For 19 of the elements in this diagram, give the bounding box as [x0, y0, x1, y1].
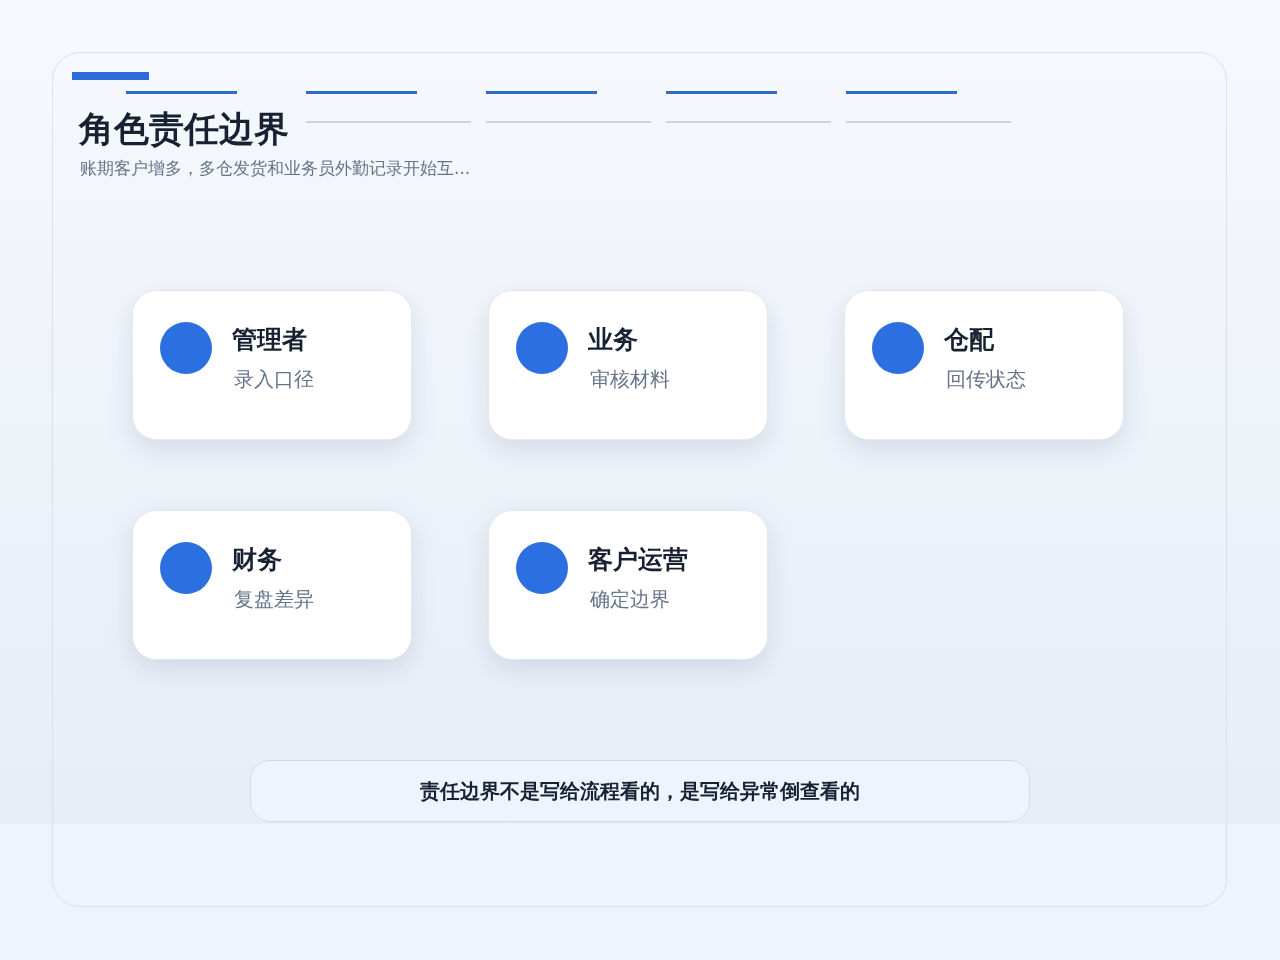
page-title: 角色责任边界	[79, 108, 289, 151]
callout-text: 责任边界不是写给流程看的，是写给异常倒查看的	[420, 778, 860, 804]
role-title: 客户运营	[588, 544, 688, 576]
role-card	[488, 510, 768, 660]
page-subtitle: 账期客户增多，多仓发货和业务员外勤记录开始互...	[80, 157, 471, 179]
role-title: 管理者	[232, 324, 307, 356]
role-title: 财务	[232, 544, 282, 576]
role-description: 回传状态	[946, 366, 1026, 392]
role-title: 仓配	[944, 324, 994, 356]
role-description: 录入口径	[234, 366, 314, 392]
role-description: 复盘差异	[234, 586, 314, 612]
callout-box	[250, 760, 1030, 822]
role-title: 业务	[588, 324, 638, 356]
role-card	[488, 290, 768, 440]
role-card	[844, 290, 1124, 440]
role-description: 确定边界	[590, 586, 670, 612]
role-card	[132, 290, 412, 440]
role-description: 审核材料	[590, 366, 670, 392]
role-card	[132, 510, 412, 660]
